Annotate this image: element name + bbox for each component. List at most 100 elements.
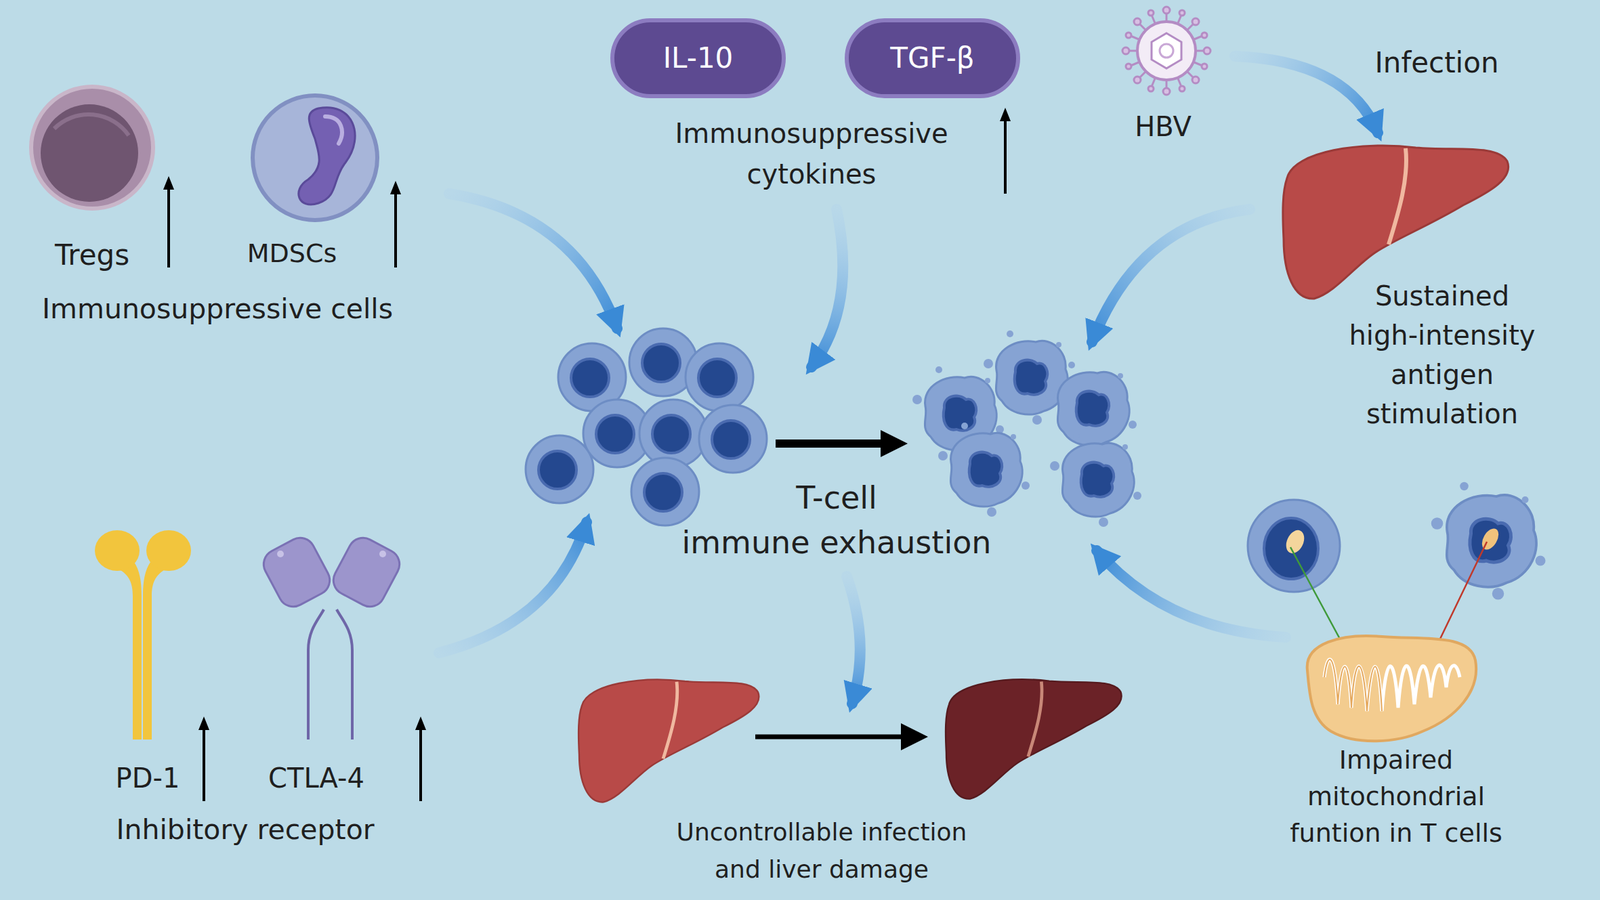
cytokine-pill: TGF-β (844, 18, 1021, 99)
process-label: Sustained high-intensity antigen stimula… (1342, 276, 1543, 434)
ctla4-receptor (379, 550, 387, 558)
flow-arrow (449, 193, 618, 329)
pd1-receptor (120, 562, 142, 740)
treg-cell (40, 104, 139, 202)
damaged-liver (945, 679, 1122, 799)
wrap-spacer (677, 475, 786, 521)
infected-liver (1282, 145, 1509, 299)
exhaustion-arrow (775, 439, 899, 448)
hbv-virus (1148, 86, 1154, 92)
central-label: T-cell immune exhaustion (677, 475, 996, 565)
hbv-virus (1163, 6, 1170, 14)
increase-arrow (167, 180, 171, 268)
receptor-label: CTLA-4 (241, 761, 391, 796)
hbv-virus (1201, 32, 1208, 38)
treg-cell (31, 86, 154, 209)
exhausted-t-cell (1431, 482, 1546, 601)
hbv-virus (1148, 10, 1154, 16)
mdsc-cell (252, 95, 378, 221)
mdsc-cell (298, 107, 355, 205)
receptor-label: PD-1 (79, 761, 216, 796)
ctla4-receptor (258, 532, 406, 740)
hbv-virus (1122, 6, 1211, 95)
mdsc-cell (252, 95, 378, 221)
ctla4-receptor (308, 609, 324, 740)
flow-arrow (1234, 56, 1378, 133)
healthy-liver (578, 680, 759, 803)
exhausted-t-cell (1478, 525, 1502, 553)
normal-t-cell (1247, 499, 1340, 593)
mitochondrion (1307, 636, 1477, 742)
hbv-virus (1125, 63, 1132, 70)
treg-cell (54, 114, 129, 136)
pointer-line (1290, 547, 1347, 652)
hbv-virus (1137, 21, 1196, 80)
increase-arrow (202, 720, 206, 802)
hbv-virus (1125, 32, 1132, 38)
process-label: Impaired mitochondrial funtion in T cell… (1284, 741, 1508, 852)
group-label: Inhibitory receptor (41, 812, 449, 847)
flow-arrow (1096, 550, 1286, 638)
pd1-receptor (94, 530, 192, 740)
mdsc-cell (325, 116, 343, 144)
hbv-virus (1201, 63, 1208, 70)
virus-label: HBV (1095, 111, 1231, 143)
damaged-liver (1028, 681, 1042, 757)
t-cell-cluster (639, 399, 708, 468)
node-text: IL-10 (663, 41, 734, 76)
increase-arrow (394, 184, 397, 268)
hbv-virus (1179, 86, 1185, 92)
wrap-spacer (887, 475, 996, 521)
pointer-line (1434, 541, 1487, 652)
hbv-virus (1163, 88, 1170, 95)
ctla4-receptor (258, 532, 336, 612)
flow-arrow (811, 209, 843, 368)
hbv-virus (1122, 6, 1211, 95)
exhausted-t-cell-cluster (1049, 432, 1142, 528)
increase-arrow (1003, 111, 1007, 194)
cell-label: Tregs (0, 238, 194, 273)
progression-arrow (755, 734, 919, 740)
damaged-liver (945, 679, 1122, 799)
cytokine-pill: IL-10 (610, 18, 786, 99)
exhausted-t-cell-cluster (938, 422, 1030, 517)
flow-arrow (1091, 209, 1250, 343)
mitochondrion (1324, 659, 1460, 712)
t-cell-cluster (525, 435, 594, 504)
pd1-receptor (146, 530, 192, 572)
pd1-receptor (94, 530, 140, 572)
healthy-liver (578, 680, 759, 803)
exhausted-t-cell-cluster (912, 330, 1142, 528)
infected-liver (1282, 145, 1509, 299)
hbv-virus (1192, 18, 1199, 26)
flow-arrow (846, 576, 861, 704)
hbv-virus (1179, 10, 1185, 16)
treg-cell (31, 86, 154, 209)
group-label: Immunosuppressive cells (0, 291, 455, 326)
ctla4-receptor (277, 550, 284, 558)
outcome-label: Uncontrollable infection and liver damag… (659, 813, 985, 889)
flow-arrow (438, 522, 587, 654)
hbv-virus (1133, 76, 1141, 84)
infected-liver (1388, 148, 1407, 245)
t-cell-cluster (631, 457, 700, 526)
exhausted-t-cell (1431, 482, 1546, 601)
hbv-virus (1133, 18, 1141, 26)
ctla4-receptor (336, 609, 353, 740)
hbv-virus (1203, 47, 1211, 55)
increase-arrow (419, 720, 423, 802)
node-text: TGF-β (890, 41, 975, 76)
ctla4-receptor (328, 532, 406, 612)
mitochondrion (1324, 659, 1382, 712)
cell-label: MDSCs (190, 237, 394, 269)
normal-t-cell (1247, 499, 1340, 593)
group-label: Immunosuppressive cytokines (652, 113, 971, 195)
exhausted-t-cell-cluster (1045, 361, 1137, 456)
hbv-virus (1192, 76, 1199, 84)
hbv-virus (1159, 44, 1174, 58)
pd1-receptor (142, 562, 164, 740)
normal-t-cell (1282, 527, 1309, 557)
t-cell-cluster (525, 328, 767, 526)
hbv-virus (1122, 47, 1130, 55)
